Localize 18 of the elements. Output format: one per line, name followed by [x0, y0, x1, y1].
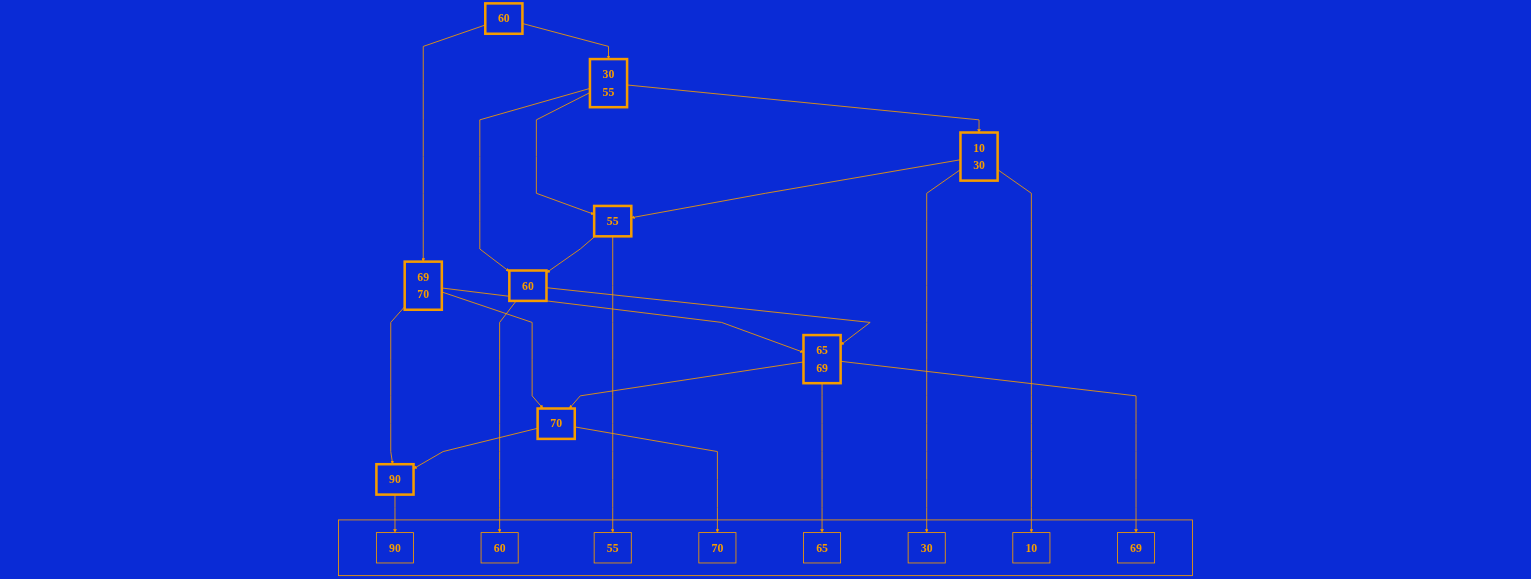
- node-box: 65: [803, 532, 842, 564]
- node-box: 10 30: [959, 131, 999, 182]
- node-box: 30: [907, 532, 946, 564]
- cluster: [338, 519, 1193, 577]
- node-box: 65 69: [802, 333, 842, 385]
- node-box: 69: [1117, 532, 1155, 564]
- node-box: 60: [484, 2, 524, 36]
- node-box: 55: [592, 204, 633, 238]
- node-box: 70: [698, 532, 737, 564]
- node-box: 70: [536, 407, 576, 441]
- node-box: 30 55: [588, 57, 629, 109]
- node-box: 90: [375, 462, 415, 496]
- node-box: 69 70: [403, 260, 444, 312]
- node-box: 60: [508, 269, 548, 303]
- node-box: 10: [1012, 532, 1051, 564]
- node-box: 90: [376, 532, 414, 564]
- node-box: 60: [480, 532, 519, 564]
- node-box: 55: [593, 532, 632, 564]
